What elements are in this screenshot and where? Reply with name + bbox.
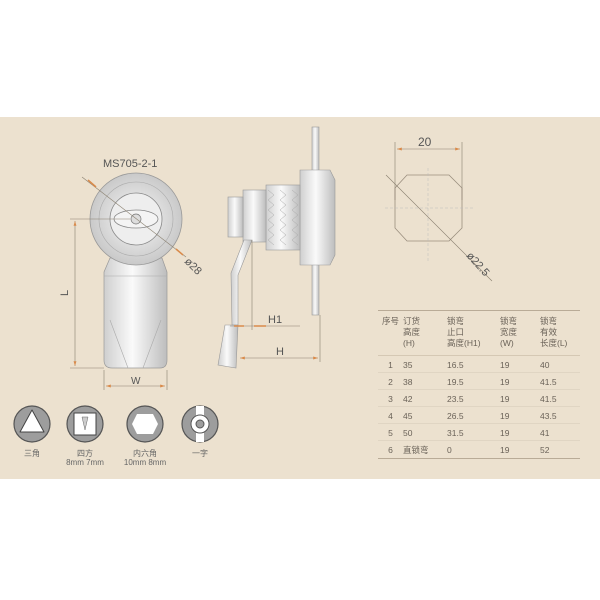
H-label: H — [276, 346, 284, 358]
table-cell: 19 — [500, 440, 540, 459]
table-cell: 3 — [378, 389, 403, 407]
hexagon-key-icon — [126, 405, 164, 443]
key-type-label: 三角 — [24, 449, 40, 458]
table-cell: 19 — [500, 372, 540, 390]
square-key-icon — [66, 405, 104, 443]
table-cell: 50 — [403, 423, 447, 441]
table-cell: 1 — [378, 355, 403, 373]
header-cell: 锁弯 止口 高度(H1) — [447, 310, 500, 356]
key-type-label: 一字 — [192, 449, 208, 458]
slot-key-icon — [181, 405, 219, 443]
W-label: W — [131, 376, 141, 387]
table-cell: 38 — [403, 372, 447, 390]
table-header-row: 序号 订货 高度 (H) 锁弯 止口 高度(H1) 锁弯 宽度 (W) 锁弯 有… — [378, 310, 580, 356]
table-cell: 31.5 — [447, 423, 500, 441]
table-cell: 45 — [403, 406, 447, 424]
H1-label: H1 — [268, 314, 282, 326]
triangle-key-icon — [13, 405, 51, 443]
header-cell: 锁弯 有效 长度(L) — [540, 310, 580, 356]
table-cell: 42 — [403, 389, 447, 407]
header-cell: 锁弯 宽度 (W) — [500, 310, 540, 356]
table-cell: 41 — [540, 423, 580, 441]
diameter-28-label: ø28 — [182, 256, 204, 278]
table-cell: 5 — [378, 423, 403, 441]
table-cell: 40 — [540, 355, 580, 373]
table-cell: 16.5 — [447, 355, 500, 373]
table-cell: 43.5 — [540, 406, 580, 424]
table-cell: 19 — [500, 389, 540, 407]
side-view: H1 H — [217, 126, 336, 369]
table-cell: 6 — [378, 440, 403, 459]
table-cell: 4 — [378, 406, 403, 424]
front-view: ø28 L W — [59, 172, 204, 390]
table-cell: 19 — [500, 355, 540, 373]
table-cell: 41.5 — [540, 389, 580, 407]
table-cell: 26.5 — [447, 406, 500, 424]
header-cell: 订货 高度 (H) — [403, 310, 447, 356]
L-label: L — [59, 290, 71, 296]
table-cell: 19 — [500, 423, 540, 441]
square-section-view: 20 ø22.5 — [385, 135, 493, 282]
table-cell: 52 — [540, 440, 580, 459]
model-label: MS705-2-1 — [103, 158, 157, 170]
table-cell: 23.5 — [447, 389, 500, 407]
table-cell: 直锁弯 — [403, 440, 447, 459]
spec-table: 序号 订货 高度 (H) 锁弯 止口 高度(H1) 锁弯 宽度 (W) 锁弯 有… — [378, 310, 580, 459]
table-cell: 35 — [403, 355, 447, 373]
table-cell: 19.5 — [447, 372, 500, 390]
header-cell: 序号 — [378, 310, 403, 356]
diameter-22.5-label: ø22.5 — [464, 250, 492, 279]
width-20-label: 20 — [418, 135, 432, 149]
table-cell: 41.5 — [540, 372, 580, 390]
table-cell: 0 — [447, 440, 500, 459]
table-cell: 2 — [378, 372, 403, 390]
table-cell: 19 — [500, 406, 540, 424]
